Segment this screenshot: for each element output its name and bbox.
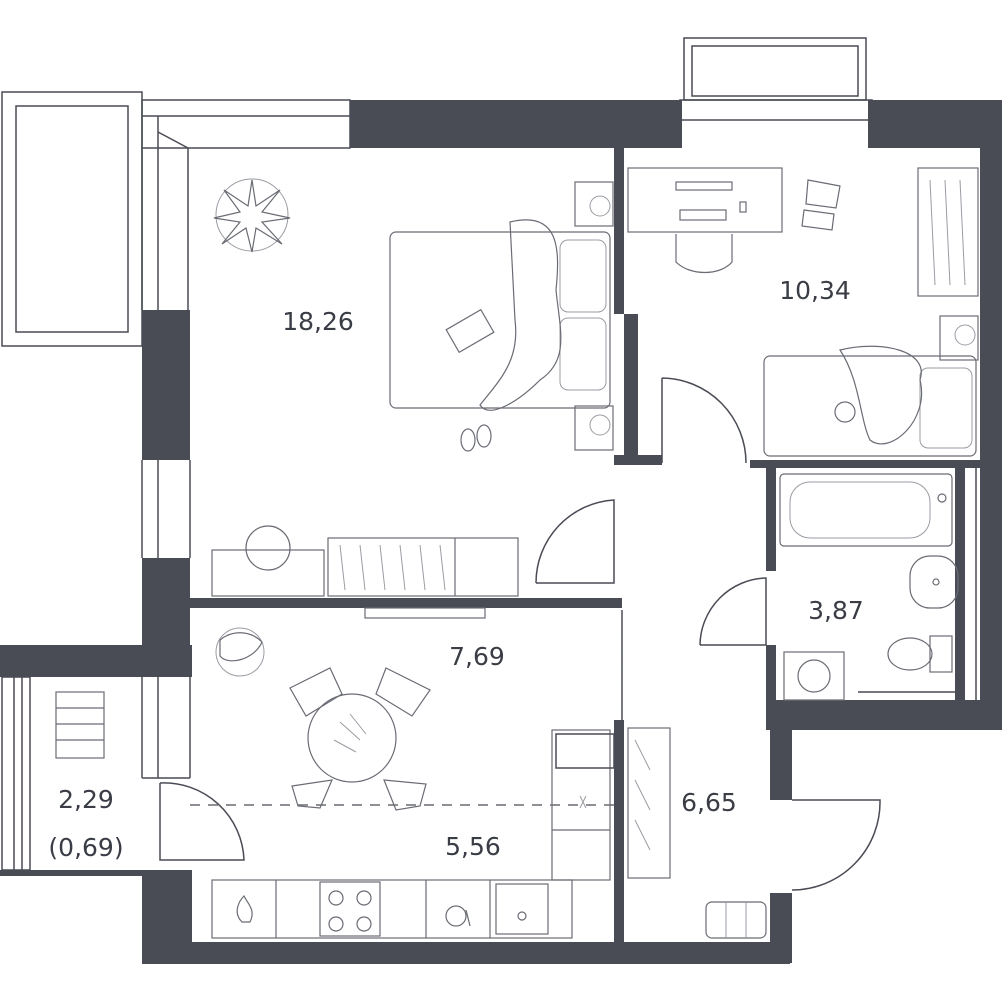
bathtub [779,473,953,547]
kitchen-counter [211,879,573,939]
walls [0,100,1002,964]
sink [909,555,959,609]
cat-icon [834,401,856,423]
bathroom-fixtures [779,473,959,701]
balcony-reduced-area: (0,69) [48,833,123,862]
washing-machine-icon [783,651,845,701]
bedroom-large-furniture [211,178,614,619]
roller-skates-icon [801,179,841,231]
desk [211,525,325,597]
kitchen-area: 5,56 [445,832,501,861]
bathroom-area: 3,87 [808,596,864,625]
toilet-icon [887,635,953,673]
single-bed [763,345,977,457]
slippers-icon [460,424,492,452]
double-bed [389,219,611,411]
zone-dividers [190,610,623,806]
fridge [551,729,615,881]
tv [364,607,486,619]
desk-with-computer [627,167,783,273]
fire-icon [236,894,253,923]
living-area: 7,69 [449,642,505,671]
dishwasher-icon [445,905,471,927]
plant-icon [215,627,265,677]
top-window-frame [679,37,873,121]
wardrobe [327,537,519,597]
stove-icon [319,881,381,937]
shoe-rack-icon [705,901,767,939]
living-kitchen-furniture [211,627,615,939]
bedroom-large-area: 18,26 [282,307,354,336]
wardrobe [917,167,979,297]
nightstand [939,315,979,361]
monitor-icon [675,181,733,191]
plant-icon [213,178,291,253]
keyboard-icon [679,209,727,221]
nightstand [574,181,614,227]
nightstand [574,405,614,451]
hall-area: 6,65 [681,788,737,817]
doors [159,377,881,891]
bedroom-small-furniture [627,167,979,457]
hall-furniture [627,727,767,939]
balcony-furniture [55,691,105,759]
kitchen-sink-icon [495,883,549,935]
bedroom-small-area: 10,34 [779,276,851,305]
laptop-icon [445,308,495,354]
lounge-chair-icon [55,691,105,759]
wardrobe [627,727,671,879]
dining-table [289,667,431,811]
balcony-area: 2,29 [58,785,114,814]
